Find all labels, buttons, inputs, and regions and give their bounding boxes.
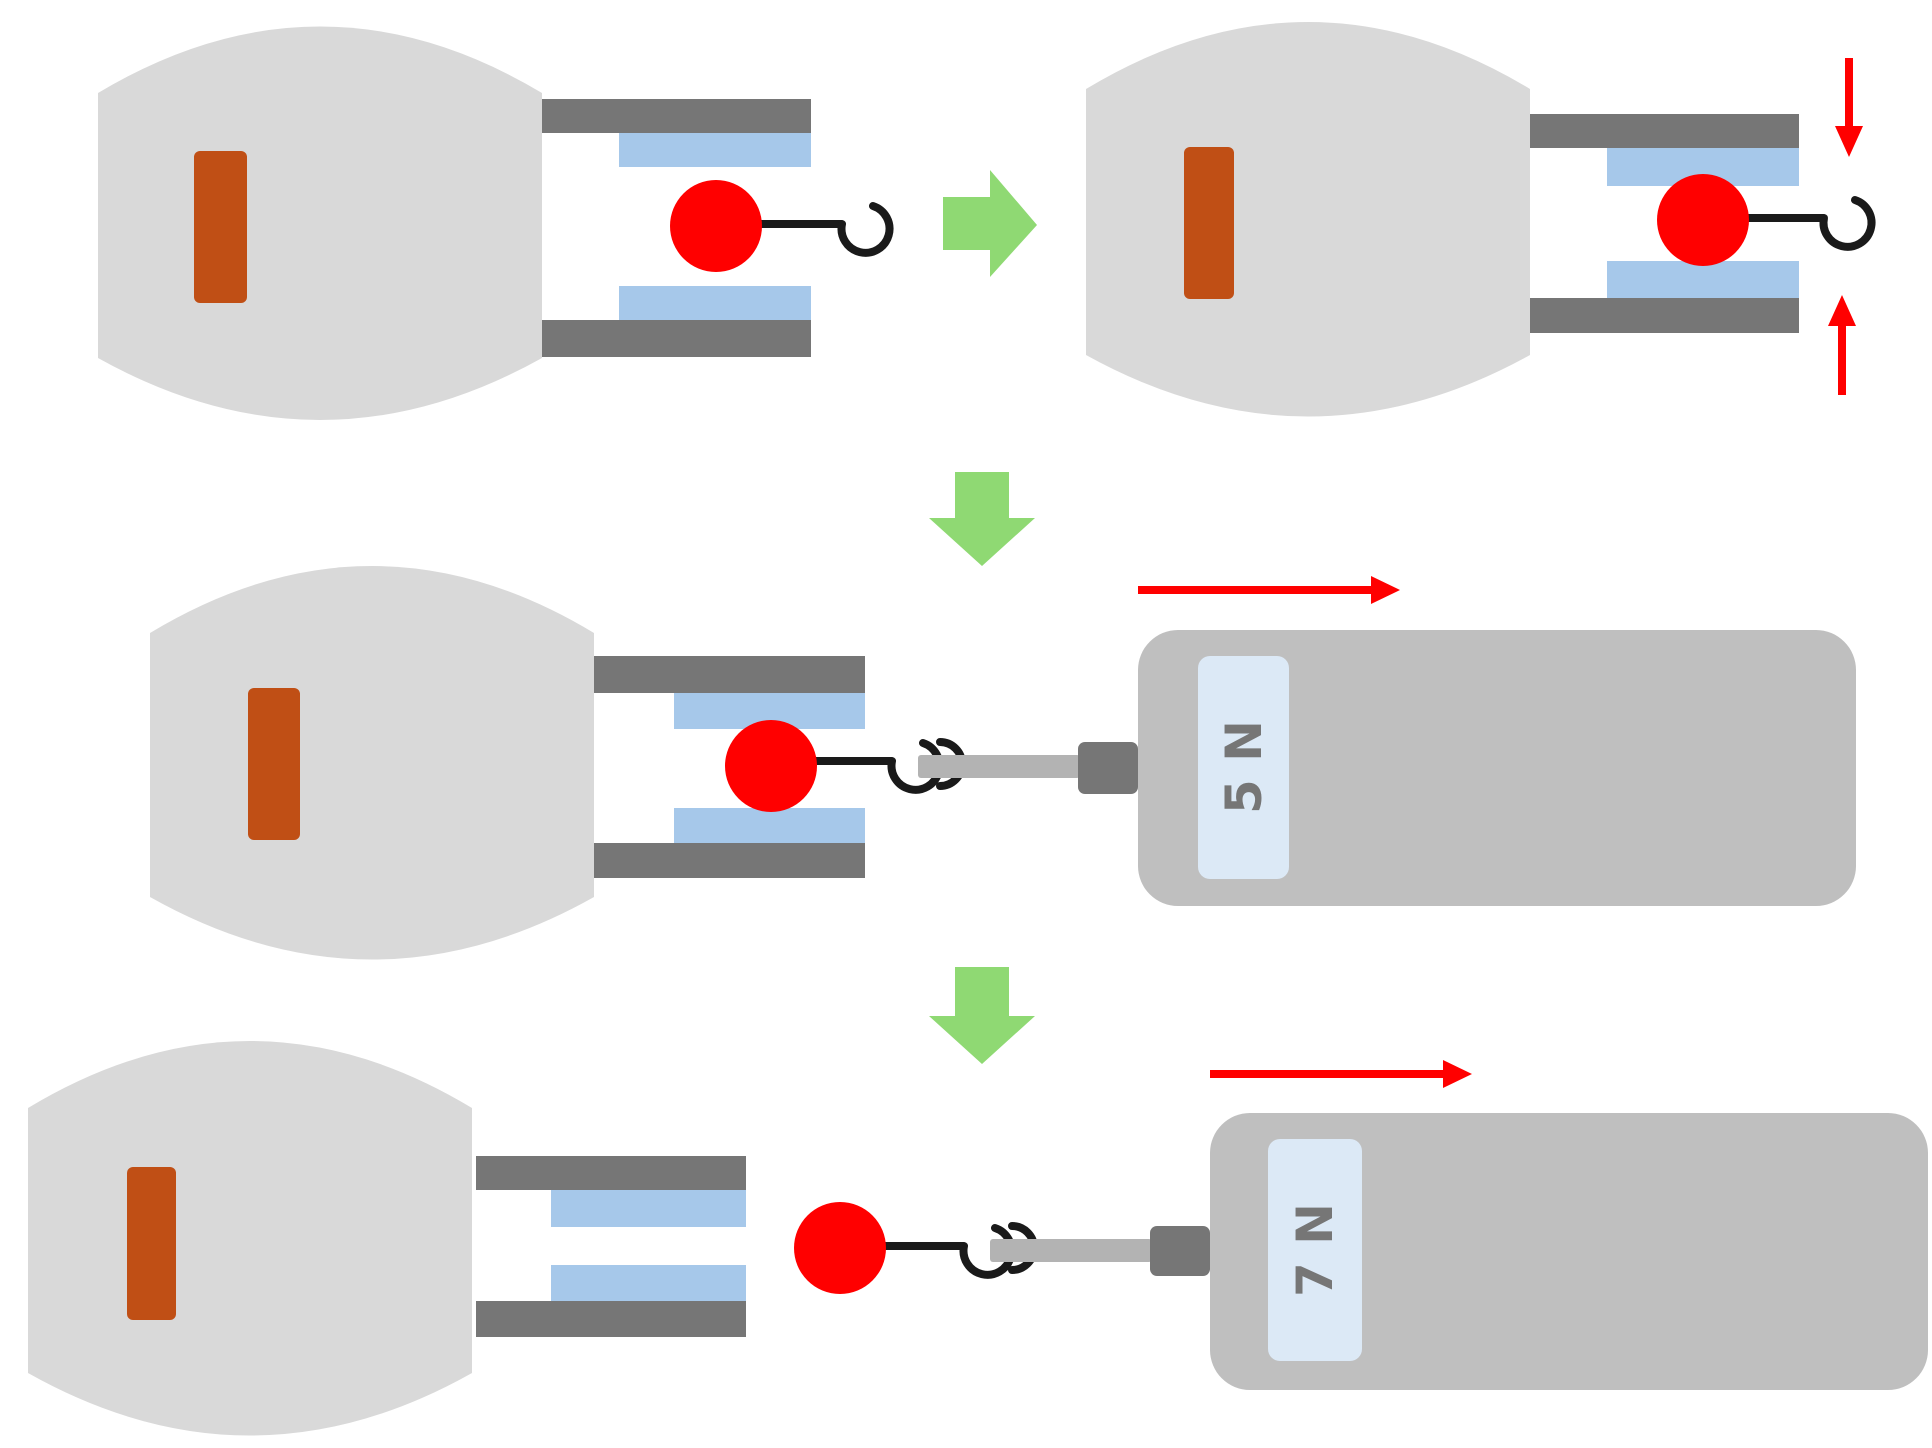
ball: [670, 180, 762, 272]
lower-jaw: [542, 320, 811, 357]
gauge-screen: [1198, 656, 1289, 879]
hook-icon: [887, 739, 944, 794]
stage-2-gripper-closed: [1086, 22, 1876, 417]
lower-pad: [619, 286, 811, 320]
squeeze-arrow-down-icon: [1835, 58, 1863, 157]
gauge-reading: 7 N: [1286, 1203, 1344, 1297]
gripper-handle: [248, 688, 300, 840]
gripper-body: [150, 566, 594, 960]
lower-jaw: [594, 843, 865, 878]
flow-arrow-down-icon: [929, 967, 1035, 1064]
stage-4-pull-released: 7 N: [28, 1041, 1928, 1436]
gripper-body: [1086, 22, 1530, 417]
squeeze-arrow-up-icon: [1828, 295, 1856, 395]
gauge-rod: [990, 1239, 1152, 1262]
stage-1-gripper-open: [98, 26, 894, 420]
gripper-handle: [1184, 147, 1234, 299]
upper-pad: [551, 1190, 746, 1227]
ball: [1657, 174, 1749, 266]
force-gauge: [1138, 630, 1856, 906]
lower-pad: [551, 1265, 746, 1301]
gripper-handle: [194, 151, 247, 303]
upper-jaw: [542, 99, 811, 133]
gripper-handle: [127, 1167, 176, 1320]
lower-jaw: [476, 1301, 746, 1337]
lower-jaw: [1530, 298, 1799, 333]
gauge-rod: [918, 755, 1080, 778]
gauge-connector: [1150, 1226, 1210, 1276]
hook-icon: [837, 202, 894, 257]
upper-pad: [619, 133, 811, 167]
gripper-body: [98, 26, 542, 420]
gauge-reading: 5 N: [1215, 720, 1273, 814]
lower-pad: [674, 808, 865, 843]
gripper-body: [28, 1041, 472, 1436]
upper-jaw: [476, 1156, 746, 1190]
flow-arrow-right-icon: [943, 170, 1037, 277]
stage-3-pull-held: 5 N: [150, 566, 1856, 960]
ball: [794, 1202, 886, 1294]
lower-pad: [1607, 261, 1799, 298]
upper-jaw: [1530, 114, 1799, 148]
hook-icon: [959, 1224, 1016, 1279]
hook-icon: [1819, 196, 1876, 251]
ball: [725, 720, 817, 812]
gauge-screen: [1268, 1139, 1362, 1361]
pull-arrow-right-icon: [1210, 1060, 1472, 1088]
flow-arrow-down-icon: [929, 472, 1035, 566]
gauge-connector: [1078, 742, 1138, 794]
force-gauge: [1210, 1113, 1928, 1390]
upper-jaw: [594, 656, 865, 693]
pull-arrow-right-icon: [1138, 576, 1400, 604]
